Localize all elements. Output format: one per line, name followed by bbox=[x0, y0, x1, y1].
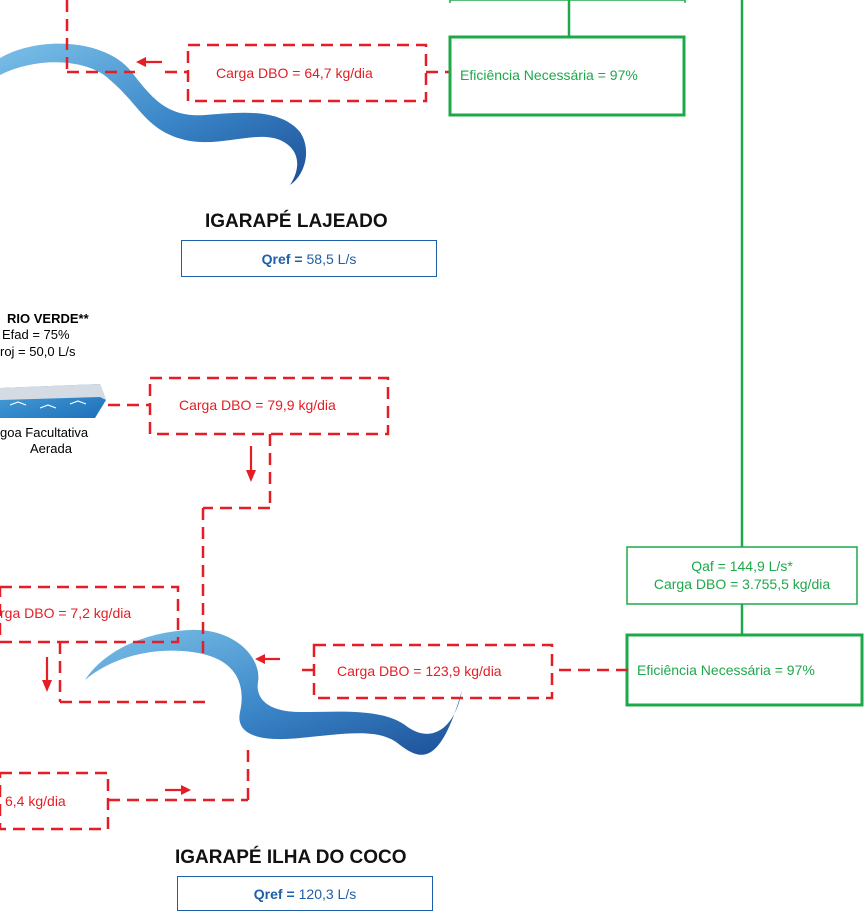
bottom-arrow-right-icon bbox=[181, 785, 191, 795]
top-red-dashed bbox=[65, 0, 450, 103]
rio-verde-qproj: roj = 50,0 L/s bbox=[0, 344, 76, 359]
top-green-lines bbox=[448, 0, 744, 547]
rio-verde-red-dashed bbox=[108, 376, 390, 655]
ilha-do-coco-qref-box: Qref = 120,3 L/s bbox=[177, 876, 433, 911]
lajeado-qref-value: 58,5 L/s bbox=[306, 250, 357, 267]
rio-verde-title: RIO VERDE** bbox=[7, 311, 89, 326]
right-carga-label: Carga DBO = 3.755,5 kg/dia bbox=[653, 576, 831, 592]
right-eficiencia-label: Eficiência Necessária = 97% bbox=[637, 662, 815, 678]
bottom-carga-label: 6,4 kg/dia bbox=[5, 793, 66, 809]
lagoa-label-line2: Aerada bbox=[30, 441, 72, 456]
bottom-arrow-down-icon bbox=[42, 680, 52, 692]
lajeado-qref-box: Qref = 58,5 L/s bbox=[181, 240, 437, 277]
bottom-red-dashed bbox=[0, 585, 628, 831]
rio-verde-efad: Efad = 75% bbox=[2, 327, 70, 342]
ilha-do-coco-qref-label: Qref = bbox=[253, 885, 295, 902]
lagoa-label-line1: goa Facultativa bbox=[0, 425, 89, 440]
right-qaf-label: Qaf = 144,9 L/s* bbox=[691, 558, 793, 574]
bottom-mid-carga-box bbox=[312, 643, 554, 700]
bottom-mid-carga-label: Carga DBO = 123,9 kg/dia bbox=[337, 663, 502, 679]
rio-verde-carga-label: Carga DBO = 79,9 kg/dia bbox=[179, 397, 336, 413]
top-carga-label: Carga DBO = 64,7 kg/dia bbox=[216, 65, 373, 81]
top-eficiencia-box bbox=[448, 35, 686, 117]
top-arrow-left-icon bbox=[136, 57, 146, 67]
river-lajeado-shape bbox=[0, 43, 307, 186]
rio-verde-arrow-down-icon bbox=[246, 470, 256, 482]
lajeado-title: IGARAPÉ LAJEADO bbox=[205, 211, 388, 232]
lajeado-qref-label: Qref = bbox=[261, 250, 303, 267]
top-eficiencia-label: Eficiência Necessária = 97% bbox=[460, 67, 638, 83]
ilha-do-coco-title: IGARAPÉ ILHA DO COCO bbox=[175, 847, 407, 868]
river-ilha-do-coco-shape bbox=[85, 629, 462, 755]
bottom-left-carga-label: rga DBO = 7,2 kg/dia bbox=[0, 605, 132, 621]
rio-verde-carga-box bbox=[148, 376, 390, 436]
ilha-do-coco-qref-value: 120,3 L/s bbox=[298, 885, 357, 902]
bottom-arrow-left-icon bbox=[255, 654, 265, 664]
